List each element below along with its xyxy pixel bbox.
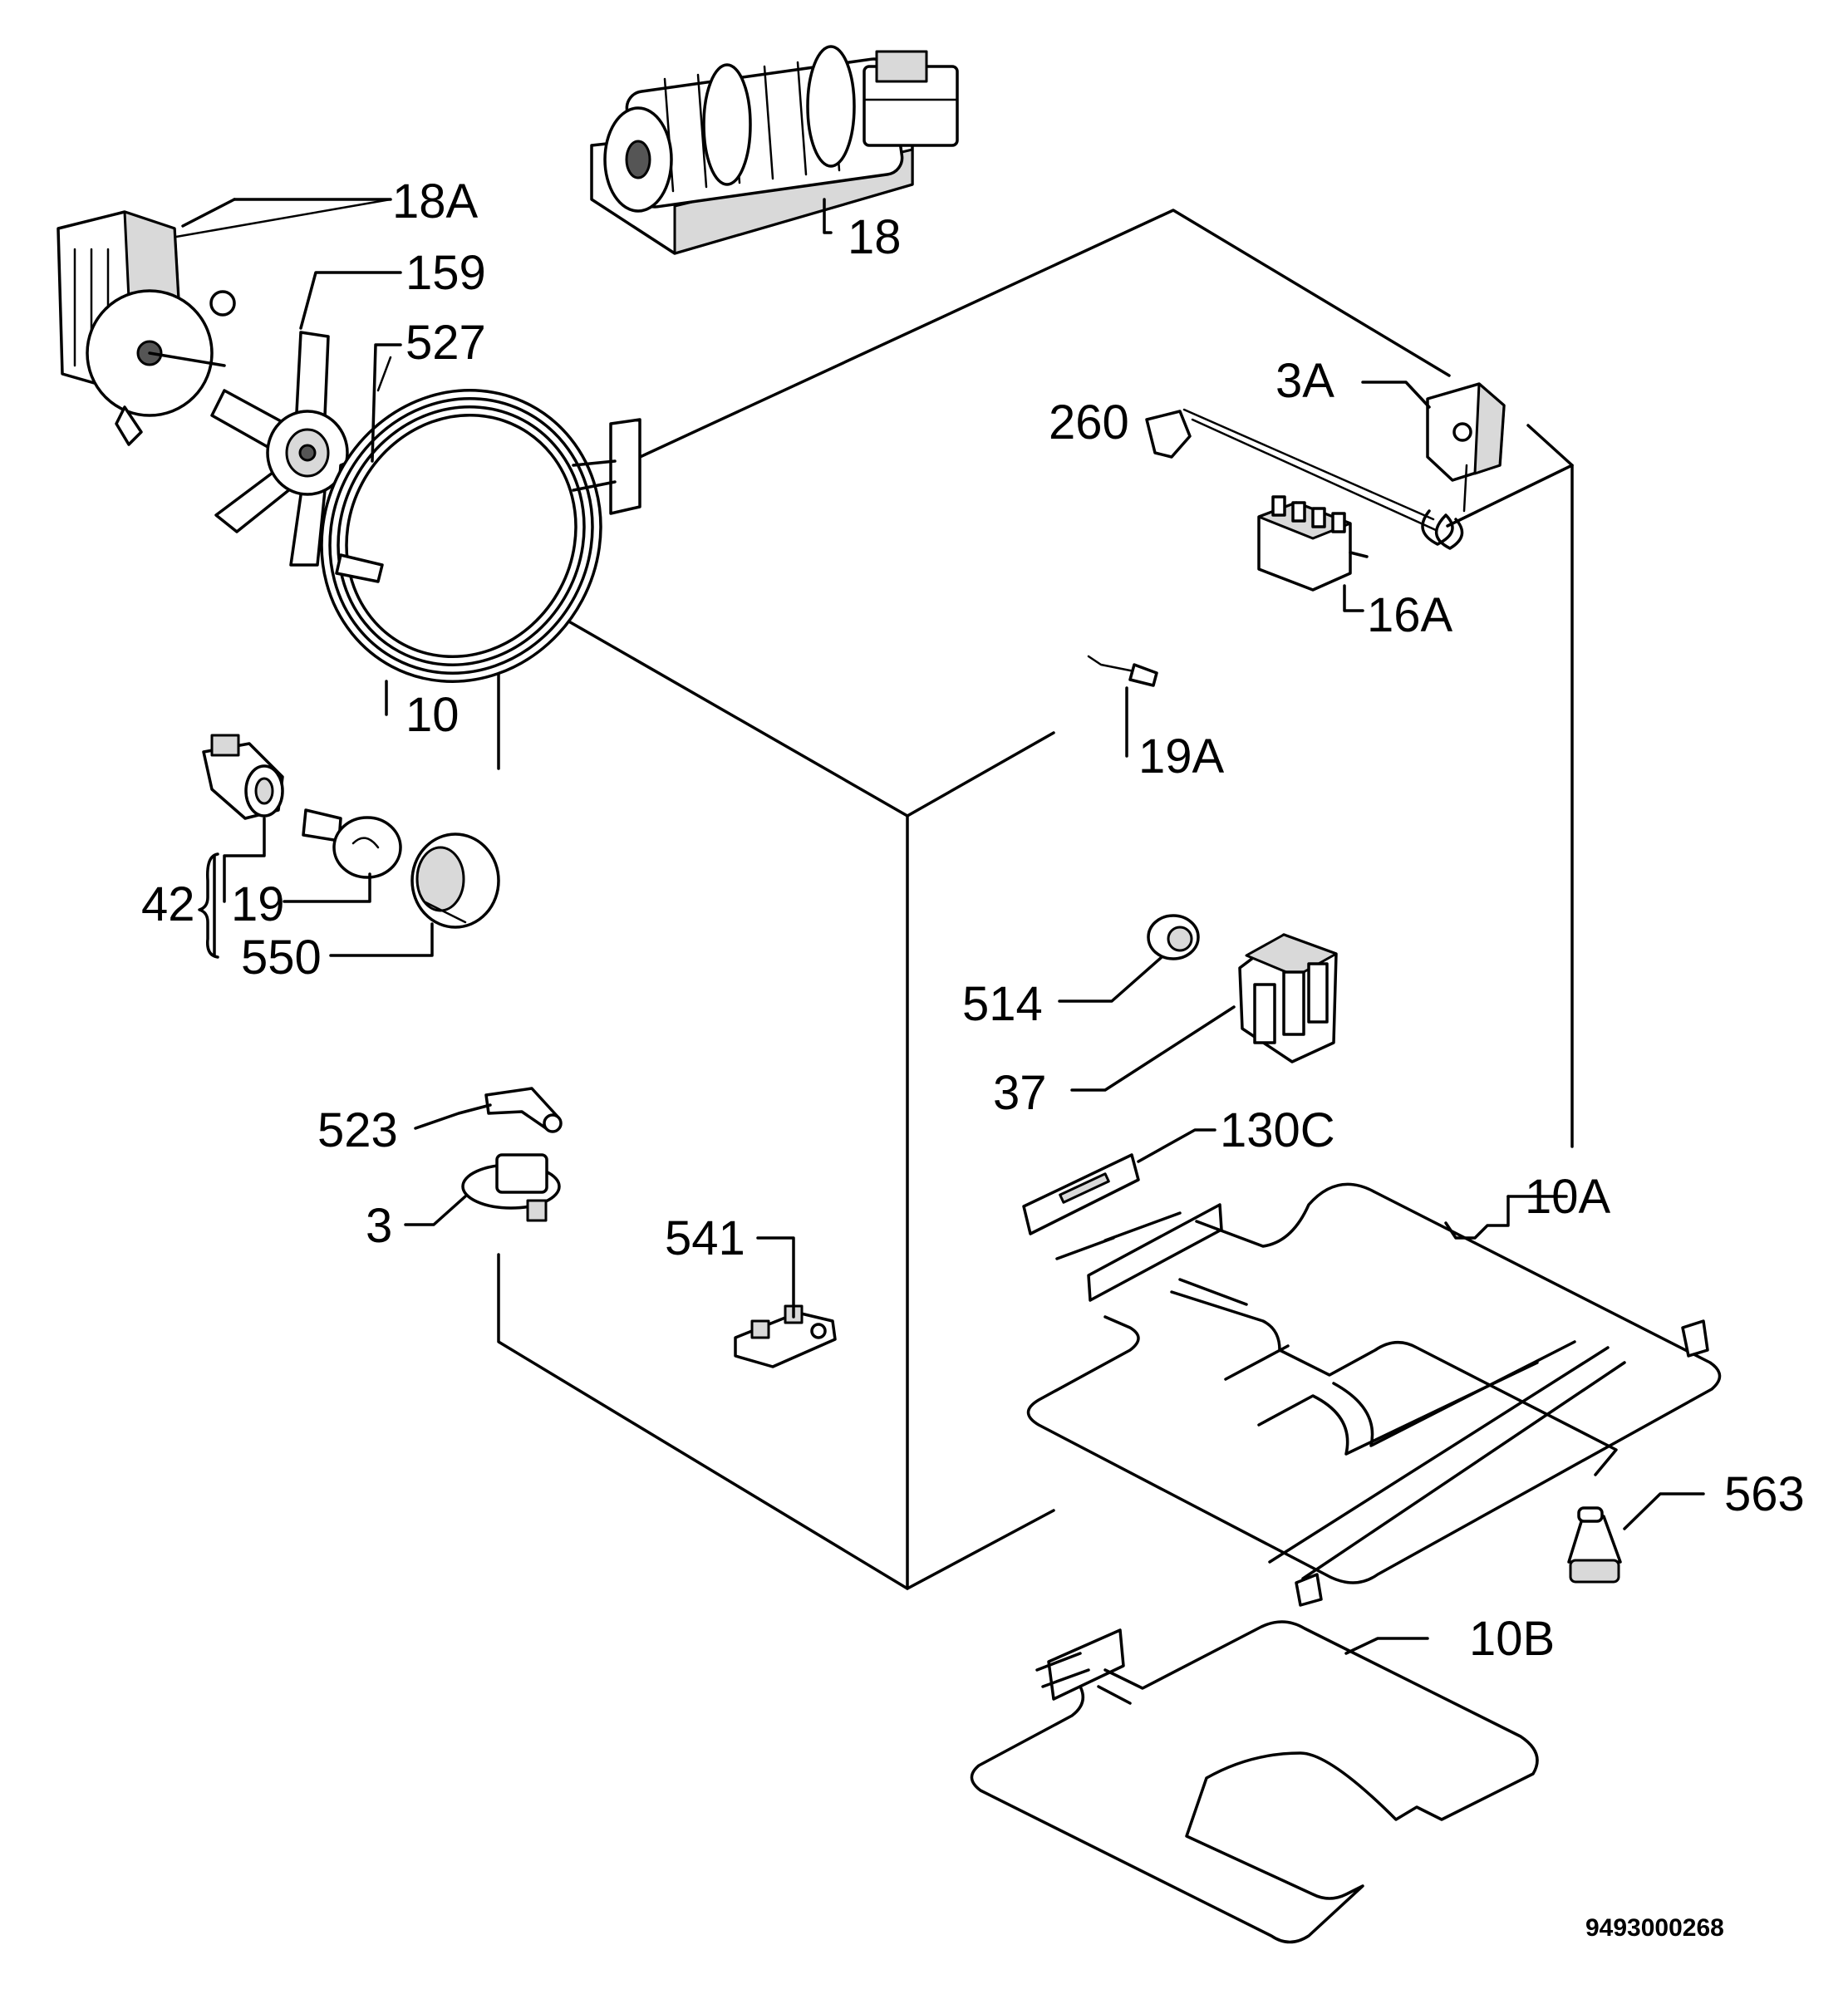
callout-10b: 10B — [1469, 1612, 1555, 1666]
part-10a-grill-element — [1026, 1182, 1722, 1607]
callout-16a: 16A — [1367, 588, 1453, 642]
callout-563: 563 — [1724, 1467, 1805, 1521]
part-3-safety-thermostat — [461, 1153, 561, 1222]
callout-3a: 3A — [1275, 354, 1334, 408]
callout-527: 527 — [405, 316, 486, 370]
callout-523: 523 — [317, 1103, 398, 1157]
part-16a-selector-switch — [1257, 495, 1369, 592]
callout-37: 37 — [993, 1066, 1047, 1120]
callout-541: 541 — [665, 1211, 745, 1265]
callout-18a: 18A — [392, 174, 479, 228]
callout-159: 159 — [405, 246, 486, 300]
callout-550: 550 — [241, 931, 322, 985]
callout-10a: 10A — [1525, 1170, 1611, 1224]
callout-260: 260 — [1049, 395, 1129, 449]
part-3a-thermostat — [1182, 382, 1506, 550]
callout-19: 19 — [231, 877, 285, 931]
callout-514: 514 — [962, 977, 1043, 1031]
callout-3: 3 — [366, 1199, 392, 1253]
oven-cavity-outline — [497, 209, 1574, 1590]
part-260-sensor-clip — [1145, 410, 1192, 459]
callout-18: 18 — [848, 210, 902, 264]
part-10-circular-heating-element — [320, 389, 641, 683]
leader-lines — [174, 198, 1705, 1655]
part-514-grommet — [1147, 914, 1200, 960]
part-550-lamp-cover — [410, 832, 500, 929]
part-18-cooling-fan — [590, 45, 959, 255]
callout-130c: 130C — [1220, 1103, 1335, 1157]
callout-19a: 19A — [1138, 729, 1225, 783]
callout-labels: 18A 18 159 527 260 3A 16A 10 19A 42 19 5… — [141, 174, 1805, 1942]
part-563-foot — [1567, 1506, 1622, 1584]
part-19-lamp-bulb — [302, 808, 402, 879]
part-159-fan-blade — [210, 331, 402, 567]
part-37-switch — [1238, 933, 1338, 1063]
drawing-code: 9493000268 — [1585, 1914, 1724, 1942]
group-brace-42 — [198, 852, 219, 959]
part-541-connector — [734, 1304, 837, 1368]
part-130c-plate — [1022, 1153, 1140, 1235]
part-523-clip — [484, 1087, 563, 1133]
callout-42: 42 — [141, 877, 195, 931]
part-19a-lamp — [1087, 655, 1158, 687]
part-18a-fan-motor — [57, 210, 236, 446]
part-10b-bottom-element — [970, 1620, 1539, 1944]
callout-10: 10 — [405, 688, 460, 742]
part-42-lamp-holder — [202, 734, 284, 820]
